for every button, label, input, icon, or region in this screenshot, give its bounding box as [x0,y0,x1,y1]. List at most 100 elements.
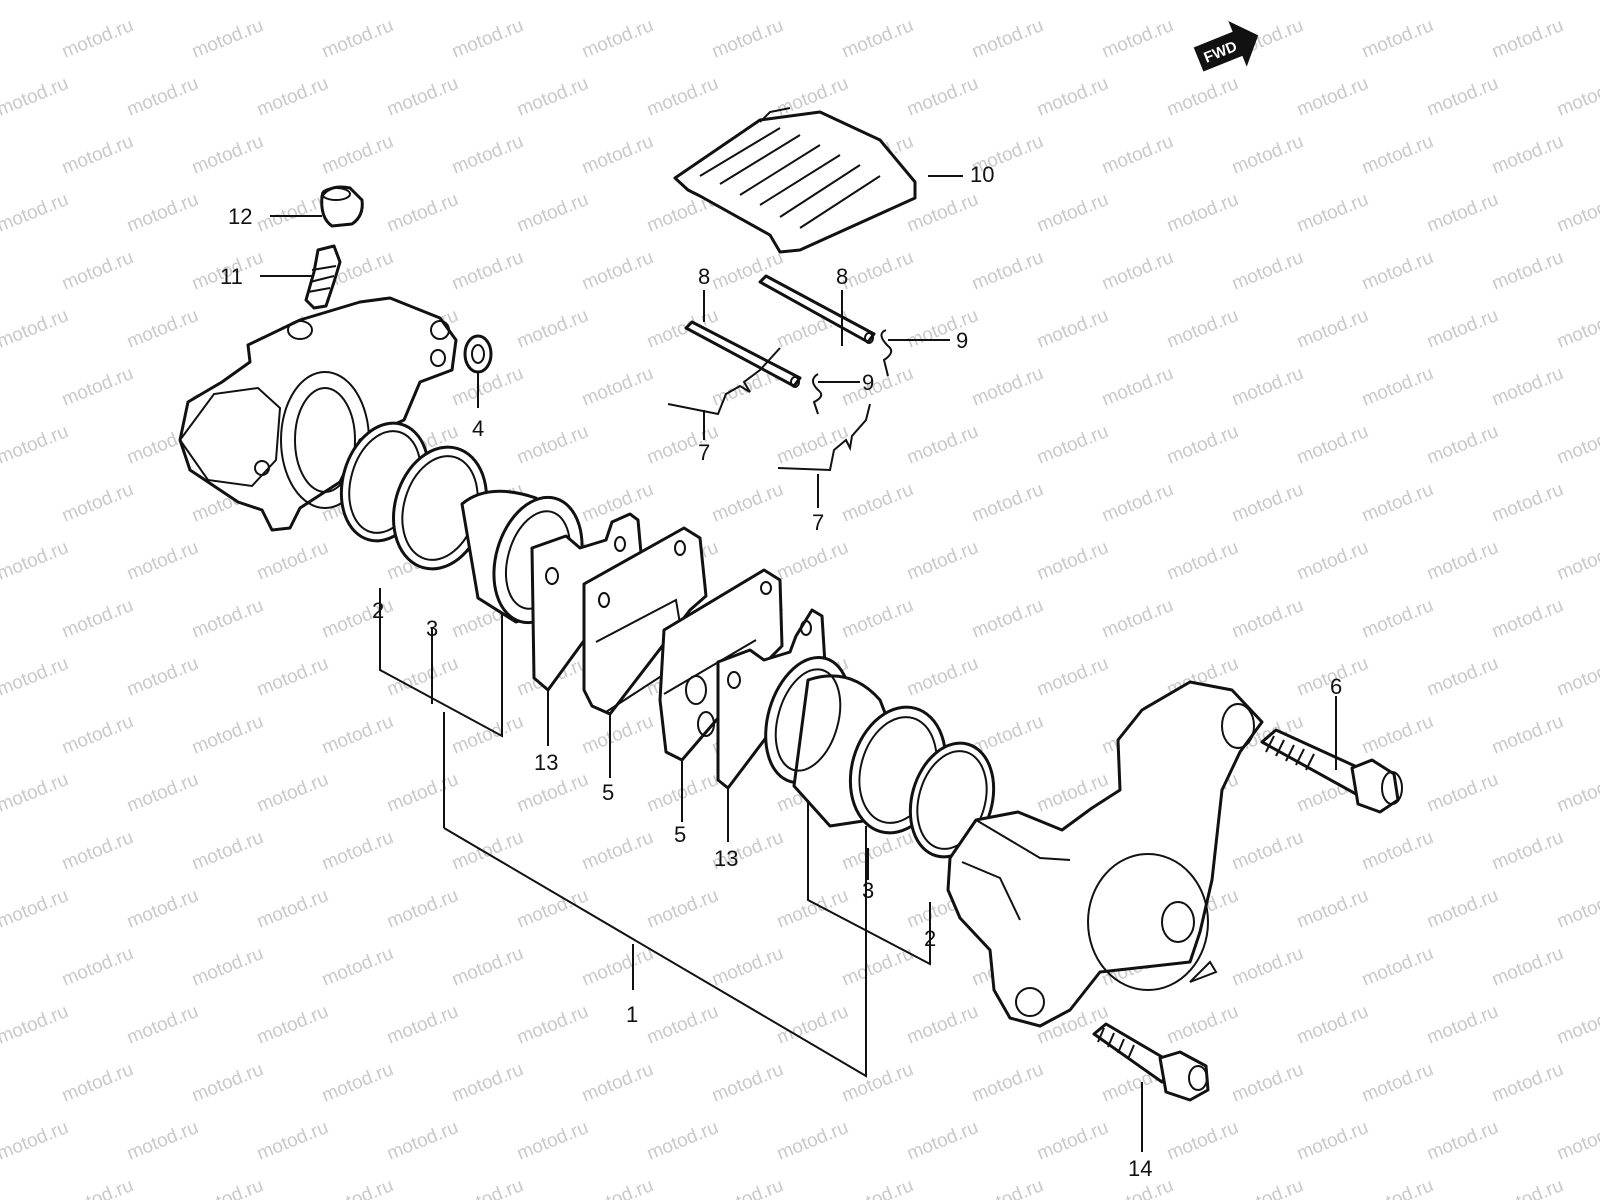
callout-2-left: 2 [372,598,384,623]
watermark-text: motod.ru [1359,1175,1436,1200]
watermark-text: motod.ru [189,827,266,875]
watermark-text: motod.ru [1489,827,1566,875]
pad-spring-cover [673,107,917,254]
watermark-text: motod.ru [0,305,71,353]
watermark-text: motod.ru [124,885,201,933]
watermark-text: motod.ru [1294,73,1371,121]
watermark-text: motod.ru [59,827,136,875]
watermark-text: motod.ru [904,1117,981,1165]
caliper-body-right-half [946,680,1264,1028]
watermark-text: motod.ru [774,885,851,933]
watermark-text: motod.ru [1229,943,1306,991]
watermark-text: motod.ru [189,595,266,643]
watermark-text: motod.ru [254,1117,331,1165]
watermark-text: motod.ru [1359,943,1436,991]
watermark-text: motod.ru [0,1001,71,1049]
watermark-text: motod.ru [709,1059,786,1107]
watermark-text: motod.ru [1489,247,1566,295]
watermark-text: motod.ru [1099,247,1176,295]
callout-12: 12 [228,204,252,229]
watermark-text: motod.ru [904,73,981,121]
watermark-text: motod.ru [1229,479,1306,527]
watermark-text: motod.ru [1229,247,1306,295]
watermark-text: motod.ru [0,0,71,5]
watermark-text: motod.ru [59,711,136,759]
watermark-text: motod.ru [1359,711,1436,759]
watermark-text: motod.ru [839,363,916,411]
watermark-text: motod.ru [449,363,526,411]
callout-7-lower: 7 [812,510,824,535]
watermark-text: motod.ru [0,1117,71,1165]
brake-pad-left [582,526,708,716]
callout-4: 4 [472,416,484,441]
watermark-text: motod.ru [0,653,71,701]
watermark-text: motod.ru [1554,189,1600,237]
watermark-text: motod.ru [0,769,71,817]
watermark-text: motod.ru [0,421,71,469]
watermark-text: motod.ru [969,1175,1046,1200]
bleeder-cap [320,185,364,228]
watermark-text: motod.ru [384,73,461,121]
watermark-text: motod.ru [1359,15,1436,63]
watermark-text: motod.ru [124,0,201,5]
watermark-text: motod.ru [969,363,1046,411]
watermark-text: motod.ru [189,15,266,63]
watermark-text: motod.ru [449,15,526,63]
watermark-text: motod.ru [514,1117,591,1165]
watermark-text: motod.ru [774,0,851,5]
watermark-text: motod.ru [579,711,656,759]
watermark-text: motod.ru [59,131,136,179]
watermark-text: motod.ru [449,1059,526,1107]
watermark-text: motod.ru [1164,73,1241,121]
watermark-text: motod.ru [1099,363,1176,411]
watermark-text: motod.ru [644,1117,721,1165]
watermark-text: motod.ru [1294,305,1371,353]
callout-7-upper: 7 [698,440,710,465]
callout-9-upper: 9 [956,328,968,353]
watermark-text: motod.ru [514,1001,591,1049]
watermark-text: motod.ru [1229,1175,1306,1200]
watermark-text: motod.ru [1489,943,1566,991]
watermark-text: motod.ru [384,1001,461,1049]
watermark-text: motod.ru [124,769,201,817]
callout-1: 1 [626,1002,638,1027]
watermark-text: motod.ru [774,1001,851,1049]
watermark-text: motod.ru [384,189,461,237]
watermark-text: motod.ru [1489,15,1566,63]
watermark-text: motod.ru [774,537,851,585]
watermark-text: motod.ru [59,247,136,295]
pad-pin-lower [684,320,802,388]
watermark-text: motod.ru [1424,769,1501,817]
callout-5-right: 5 [674,822,686,847]
watermark-text: motod.ru [1554,537,1600,585]
watermark-text: motod.ru [1359,479,1436,527]
callout-13-left: 13 [534,750,558,775]
watermark-text: motod.ru [254,0,331,5]
watermark-text: motod.ru [319,711,396,759]
watermark-text: motod.ru [124,305,201,353]
callout-8-left: 8 [698,264,710,289]
watermark-text: motod.ru [189,131,266,179]
watermark-text: motod.ru [1424,1117,1501,1165]
watermark-text: motod.ru [579,15,656,63]
watermark-text: motod.ru [579,827,656,875]
callout-numbers: 1 2 2 3 3 4 5 5 6 7 7 8 8 9 9 10 11 12 1… [220,162,1342,1181]
watermark-text: motod.ru [1359,363,1436,411]
watermark-text: motod.ru [774,1117,851,1165]
watermark-text: motod.ru [1164,1001,1241,1049]
mounting-bolt-short [1092,1022,1210,1102]
watermark-text: motod.ru [514,769,591,817]
callout-5-left: 5 [602,780,614,805]
watermark-text: motod.ru [189,1059,266,1107]
watermark-text: motod.ru [709,479,786,527]
watermark-text: motod.ru [1099,131,1176,179]
watermark-text: motod.ru [124,1001,201,1049]
watermark-text: motod.ru [1034,421,1111,469]
watermark-text: motod.ru [1554,769,1600,817]
watermark-text: motod.ru [189,1175,266,1200]
mounting-bolt-long [1260,728,1403,814]
seal-washer [463,334,493,374]
watermark-text: motod.ru [1294,1001,1371,1049]
watermark-text: motod.ru [384,1117,461,1165]
fwd-direction-badge: FWD [1193,20,1259,72]
